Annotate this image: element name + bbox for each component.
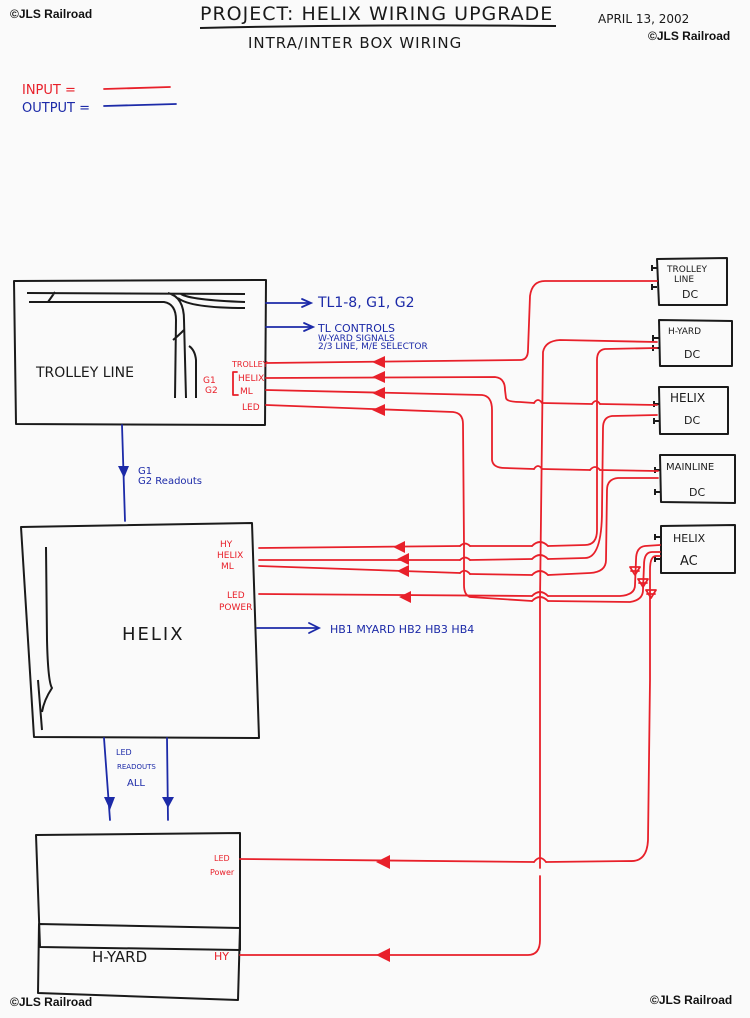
watermark-bottom-right: ©JLS Railroad: [650, 993, 732, 1007]
ps-label: DC: [682, 288, 698, 301]
g-bracket: [232, 371, 239, 396]
arrow-left-icon: [397, 553, 409, 565]
ps-label: LINE: [674, 275, 694, 285]
trolley-line-label: TROLLEY LINE: [35, 365, 134, 381]
project-title: PROJECT: HELIX WIRING UPGRADE: [200, 3, 553, 25]
trolley-input-ml: ML: [240, 387, 253, 397]
led-readouts-label-1: LED: [116, 748, 132, 757]
watermark-top-left: ©JLS Railroad: [10, 7, 92, 21]
arrow-left-icon: [372, 371, 385, 383]
helix-led-power-label-2: POWER: [219, 603, 252, 613]
trolley-bracket-g1: G1: [203, 376, 216, 386]
trolley-output-1: TL1-8, G1, G2: [317, 295, 415, 311]
arrow-left-icon: [376, 948, 390, 962]
ps-label: MAINLINE: [666, 462, 714, 473]
ps-label: HELIX: [673, 532, 706, 545]
g-readouts-label-1: G1: [138, 466, 152, 477]
legend-output-line: [103, 103, 177, 107]
h-yard-box: H-YARD HY: [37, 923, 241, 1001]
watermark-bottom-left: ©JLS Railroad: [10, 995, 92, 1009]
arrow-left-icon: [376, 855, 390, 869]
helix-input-helix: HELIX: [217, 551, 243, 561]
trolley-line-box: TROLLEY LINE TROLLEY HELIX ML LED G1 G2: [13, 279, 268, 426]
ps-trolley-line-dc: TROLLEY LINE DC: [651, 257, 728, 306]
led-readouts-label-2: READOUTS: [117, 763, 156, 771]
input-wires: [239, 280, 661, 956]
arrow-down-icon: [162, 797, 174, 808]
ps-label: H-YARD: [668, 327, 701, 337]
arrow-down-icon: [104, 797, 115, 810]
trolley-bracket-g2: G2: [205, 386, 218, 396]
project-date: APRIL 13, 2002: [598, 12, 689, 26]
input-arrows: [372, 356, 411, 962]
arrow-left-icon: [372, 356, 385, 368]
arrow-left-icon: [397, 565, 409, 577]
ps-label: DC: [689, 486, 705, 499]
arrow-left-icon: [372, 387, 385, 399]
legend-input-line: [103, 86, 171, 90]
ps-label: DC: [684, 414, 700, 427]
arrow-right-icon: [303, 322, 316, 332]
title-underline: [199, 24, 557, 29]
trolley-output-2-line3: 2/3 LINE, M/E SELECTOR: [318, 342, 428, 352]
helix-label: HELIX: [122, 624, 185, 645]
ps-h-yard-dc: H-YARD DC: [652, 319, 733, 367]
ps-helix-ac: HELIX AC: [654, 524, 736, 574]
ps-label: AC: [680, 554, 698, 569]
trolley-input-helix: HELIX: [238, 374, 264, 384]
ps-label: TROLLEY: [666, 265, 708, 275]
led-panel-input-1: LED: [214, 854, 230, 863]
ps-label: DC: [684, 348, 700, 361]
g-readouts-label-2: G2 Readouts: [138, 476, 202, 487]
ps-mainline-dc: MAINLINE DC: [654, 454, 736, 504]
ps-label: HELIX: [670, 391, 705, 405]
h-yard-input-hy: HY: [214, 950, 229, 963]
project-subtitle: INTRA/INTER BOX WIRING: [248, 34, 462, 52]
legend-input-label: INPUT =: [22, 83, 76, 98]
helix-input-ml: ML: [221, 562, 234, 572]
trolley-input-trolley: TROLLEY: [231, 360, 268, 369]
arrow-down-icon: [118, 466, 129, 478]
led-readouts-label-3: ALL: [127, 778, 145, 789]
h-yard-label: H-YARD: [92, 948, 147, 966]
arrow-left-icon: [393, 541, 405, 553]
arrow-left-icon: [372, 404, 385, 416]
led-panel-input-2: Power: [210, 868, 235, 877]
trolley-output-2-line1: TL CONTROLS: [317, 322, 395, 335]
helix-input-hy: HY: [220, 540, 233, 550]
legend-output-label: OUTPUT =: [22, 101, 90, 116]
helix-box: HELIX HY HELIX ML LED POWER: [20, 522, 260, 739]
helix-output-label: HB1 MYARD HB2 HB3 HB4: [330, 623, 474, 636]
led-panel-box: LED Power: [35, 832, 241, 951]
arrow-right-icon: [308, 622, 322, 634]
ps-helix-dc: HELIX DC: [653, 386, 729, 435]
watermark-top-right: ©JLS Railroad: [648, 29, 730, 43]
arrow-right-icon: [301, 298, 314, 308]
trolley-input-led: LED: [242, 403, 260, 413]
arrow-left-icon: [399, 591, 411, 603]
trolley-output-2-line2: W-YARD SIGNALS: [318, 334, 395, 344]
helix-led-power-label-1: LED: [227, 591, 245, 601]
